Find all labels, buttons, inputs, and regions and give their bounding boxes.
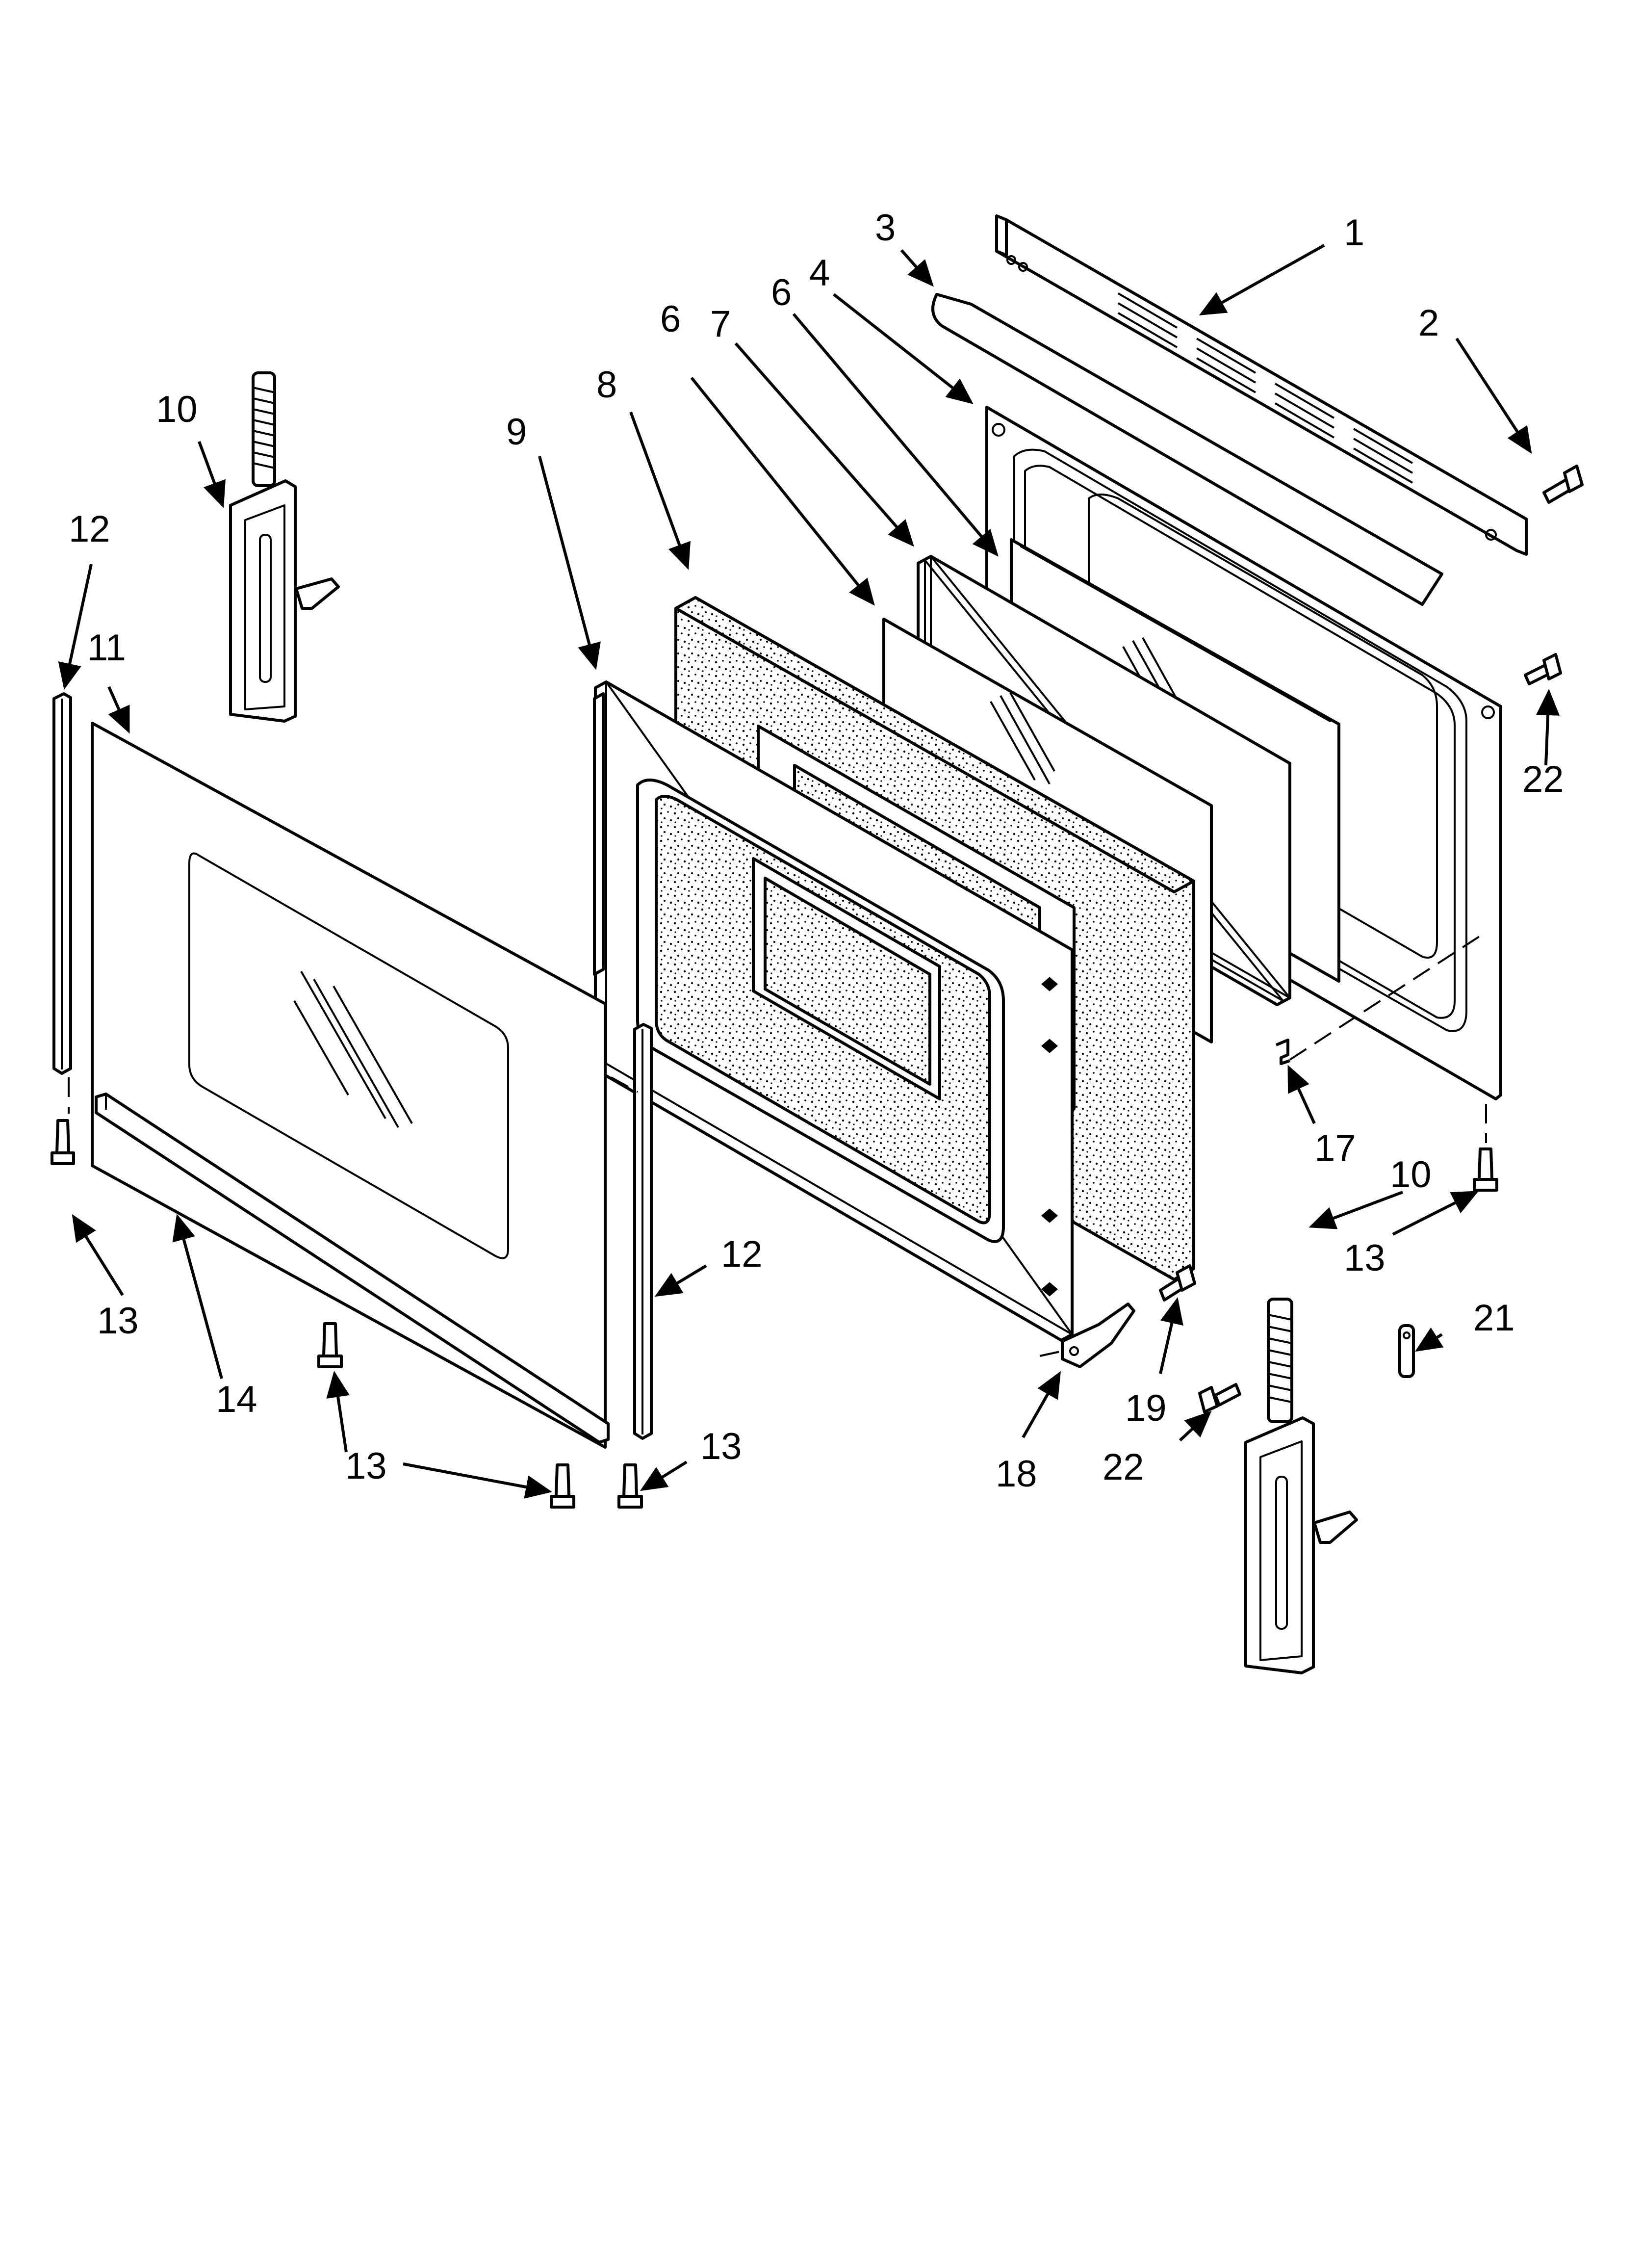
callout-4: 4 [809, 252, 830, 294]
screw-part-13-d [617, 1463, 643, 1509]
callout-13-b: 13 [345, 1445, 387, 1487]
bracket-part-18 [1061, 1303, 1135, 1368]
callout-22-upper: 22 [1522, 758, 1564, 800]
callout-13-a: 13 [97, 1300, 139, 1342]
screw-part-19 [1159, 1264, 1196, 1302]
callout-17: 17 [1314, 1127, 1356, 1169]
callout-10-lower: 10 [1390, 1154, 1432, 1196]
callout-11: 11 [87, 627, 126, 669]
callout-13-c: 13 [700, 1426, 742, 1467]
hinge-upper-part-10 [229, 371, 340, 723]
callout-21: 21 [1473, 1297, 1515, 1339]
callout-14: 14 [216, 1379, 257, 1420]
leader-lines [58, 244, 1560, 1499]
screw-part-22-top [1524, 653, 1562, 685]
callout-6-upper: 6 [771, 272, 792, 313]
screw-part-22-lower [1198, 1383, 1241, 1413]
screw-part-13-b [317, 1322, 343, 1368]
trim-strip-part-3 [931, 293, 1443, 606]
alignment-lines [68, 931, 1487, 1357]
callout-22-lower: 22 [1103, 1446, 1144, 1488]
screw-part-2 [1542, 465, 1584, 504]
side-trim-right-part-12 [633, 1023, 653, 1440]
outer-door-glass-part-11 [91, 722, 607, 1449]
callout-8: 8 [596, 364, 617, 406]
hinge-lower-part-10 [1244, 1298, 1358, 1674]
pin-part-21 [1398, 1324, 1415, 1378]
callout-13-d: 13 [1344, 1237, 1385, 1279]
callout-10-upper: 10 [156, 389, 198, 430]
callout-labels: 1 2 3 4 6 6 7 8 9 10 10 11 12 12 13 13 1… [69, 207, 1564, 1495]
screw-part-13-a [51, 1119, 75, 1165]
clip-part-17 [1275, 1039, 1290, 1065]
bottom-trim-part-14 [95, 1093, 610, 1444]
callout-12-upper: 12 [69, 508, 110, 550]
vent-trim-part-1 [995, 214, 1528, 556]
callout-2: 2 [1418, 302, 1439, 344]
callout-7: 7 [710, 303, 731, 345]
callout-12-lower: 12 [721, 1233, 763, 1275]
callout-6-lower: 6 [660, 298, 681, 340]
side-trim-left-part-12 [52, 692, 72, 1075]
callout-9: 9 [506, 411, 527, 453]
screw-part-13-e [1473, 1147, 1498, 1192]
callout-19: 19 [1125, 1387, 1167, 1429]
callout-1: 1 [1344, 212, 1364, 254]
callout-18: 18 [996, 1453, 1037, 1495]
callout-3: 3 [875, 207, 896, 249]
screw-part-13-c [550, 1463, 575, 1509]
